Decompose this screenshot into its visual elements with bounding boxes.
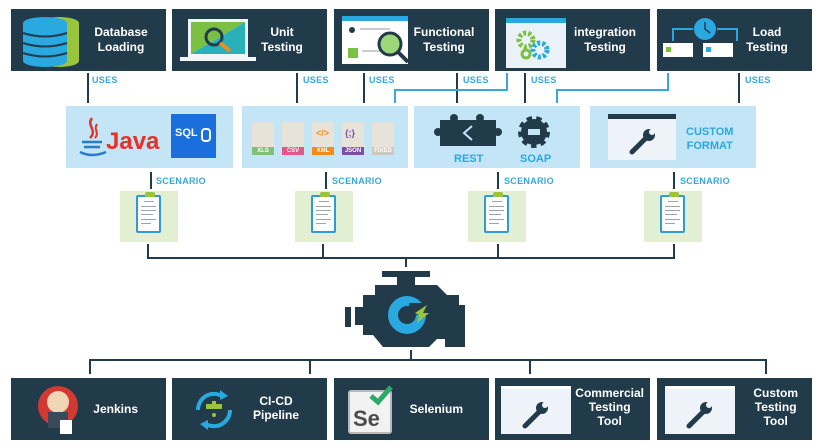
wrench-icon (629, 129, 655, 155)
scenario-label: SCENARIO (504, 176, 554, 186)
rest-label: REST (454, 153, 484, 165)
window-icon (665, 386, 735, 434)
connector-line (405, 257, 407, 267)
connector-line (556, 89, 558, 103)
connector-line (89, 359, 766, 361)
file-xml-icon: </>XML (312, 122, 334, 155)
connector-line (325, 172, 327, 189)
connector-line (738, 73, 740, 103)
connector-line (87, 73, 89, 103)
soap-gear-icon (518, 116, 550, 148)
connector-line (456, 73, 458, 103)
database-icon (201, 128, 211, 142)
label: Selenium (409, 402, 463, 416)
puzzle-icon (434, 114, 502, 146)
selenium-icon: Se (348, 385, 393, 434)
box-selenium: Se Selenium (334, 378, 489, 440)
database-icon (22, 17, 79, 67)
uses-label: USES (369, 75, 395, 85)
file-xls-icon: XLS (252, 122, 274, 155)
window-icon (501, 386, 571, 434)
gears-window-icon (506, 18, 566, 68)
connector-line (506, 73, 508, 90)
webpage-magnifier-icon (342, 16, 410, 64)
scenario-card (644, 191, 702, 242)
label: Jenkins (93, 402, 138, 416)
wrench-icon (686, 402, 712, 429)
scenario-label: SCENARIO (680, 176, 730, 186)
connector-line (147, 244, 149, 258)
scenario-card (120, 191, 178, 242)
scenario-label: SCENARIO (156, 176, 206, 186)
connector-line (673, 244, 675, 258)
sql-icon: SQL (171, 114, 216, 158)
file-csv-icon: CSV (282, 122, 304, 155)
connector-line (394, 89, 396, 103)
soap-label: SOAP (520, 153, 552, 165)
checkmark-icon (369, 385, 393, 406)
clipboard-icon (484, 192, 509, 233)
java-label: Java (106, 128, 160, 155)
laptop-magnifier-icon (180, 19, 256, 61)
uses-label: USES (92, 75, 118, 85)
engine-icon (345, 271, 465, 347)
clipboard-icon (311, 192, 336, 233)
java-cup-icon (79, 117, 107, 157)
connector-line (150, 172, 152, 189)
wrench-icon (522, 402, 548, 429)
uses-label: USES (463, 75, 489, 85)
file-fixed-icon: FIXED (372, 122, 394, 155)
window-icon (608, 114, 676, 160)
scenario-card (468, 191, 526, 242)
uses-label: USES (531, 75, 557, 85)
connector-line (497, 244, 499, 258)
connector-line (524, 73, 526, 103)
connector-line (497, 172, 499, 189)
connector-line (296, 73, 298, 103)
source-rest-soap: REST SOAP (414, 106, 580, 168)
connector-line (322, 244, 324, 258)
file-json-icon: {;}JSON (342, 122, 364, 155)
connector-line (765, 359, 767, 374)
scenario-card (295, 191, 353, 242)
scenario-label: SCENARIO (332, 176, 382, 186)
uses-label: USES (745, 75, 771, 85)
connector-line (410, 350, 412, 360)
uses-label: USES (303, 75, 329, 85)
connector-line (667, 73, 669, 90)
connector-line (529, 359, 531, 374)
connector-line (89, 359, 91, 374)
box-jenkins: Jenkins (11, 378, 166, 440)
source-java-sql: Java SQL (66, 106, 233, 168)
connector-line (309, 359, 311, 374)
jenkins-icon (38, 386, 78, 434)
connector-line (556, 89, 669, 91)
connector-line (394, 89, 508, 91)
connector-line (363, 73, 365, 103)
connector-line (673, 172, 675, 189)
clipboard-icon (660, 192, 685, 233)
connector-line (147, 257, 675, 259)
clock-network-icon (663, 18, 738, 57)
pipeline-icon (195, 390, 233, 430)
clipboard-icon (136, 192, 161, 233)
